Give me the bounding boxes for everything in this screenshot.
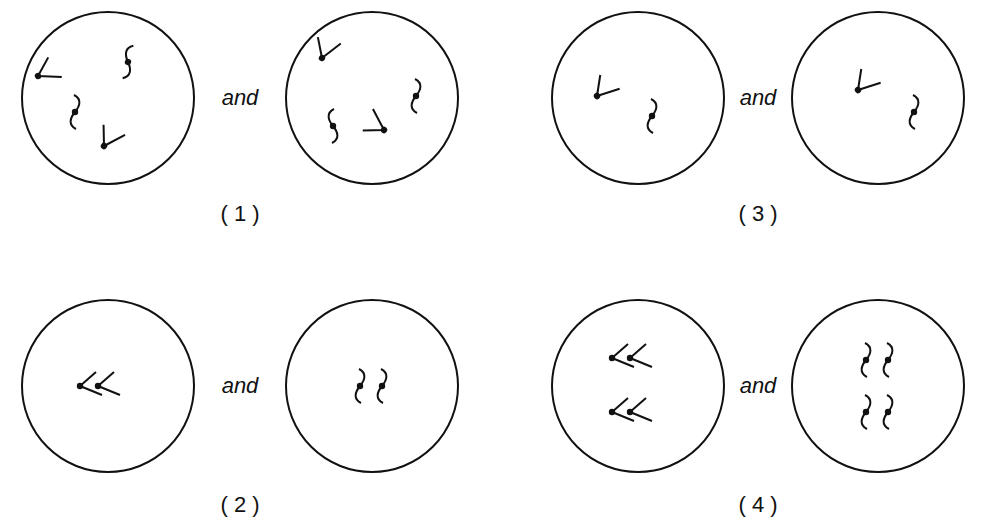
option-number: ( 4 ) [738,492,777,518]
option-number: ( 3 ) [738,201,777,227]
option-number: ( 2 ) [220,492,259,518]
connector-word: and [740,373,777,399]
connector-word: and [740,85,777,111]
option-number: ( 1 ) [220,201,259,227]
connector-word: and [222,85,259,111]
connector-word: and [222,373,259,399]
